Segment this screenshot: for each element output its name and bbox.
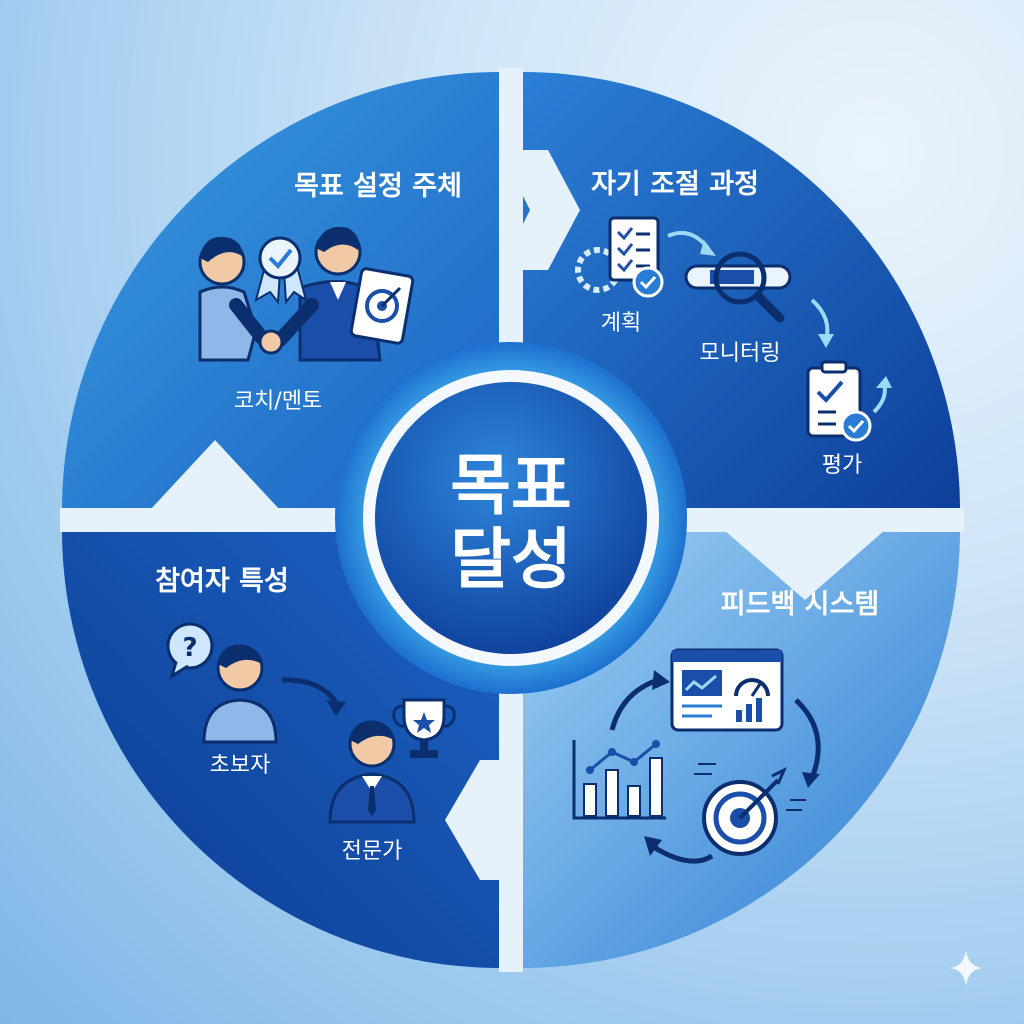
label-plan: 계획	[601, 311, 641, 336]
flow-arrow-down	[724, 510, 885, 600]
arrowhead-cycle-bottom	[644, 836, 662, 856]
label-coach-mentor: 코치/멘토	[234, 389, 322, 414]
label-evaluate: 평가	[822, 453, 862, 478]
award-ribbon-icon	[254, 236, 308, 305]
title-feedback-system: 피드백 시스템	[721, 589, 879, 620]
flow-arrow-left	[445, 760, 523, 880]
title-goal-setter: 목표 설정 주체	[294, 171, 462, 202]
center-line-2: 달성	[450, 521, 571, 598]
beginner-person-icon	[202, 644, 278, 744]
trophy-icon	[392, 698, 456, 758]
arrowhead-monitor-evaluate	[818, 334, 834, 348]
flow-arrow-up	[150, 440, 280, 530]
arrowhead-cycle-right	[802, 772, 820, 788]
cycle-arrow-bottom	[650, 843, 714, 864]
center-hub: 목표 달성	[335, 342, 687, 694]
bar-chart-icon	[572, 740, 666, 820]
sparkle-icon	[950, 950, 982, 986]
target-arrow-icon	[694, 763, 806, 856]
center-line-1: 목표	[450, 447, 571, 524]
label-beginner: 초보자	[210, 753, 271, 778]
title-participant-traits: 참여자 특성	[155, 566, 289, 597]
cycle-arrow-top-left	[609, 677, 659, 731]
svg-text:?: ?	[182, 633, 197, 663]
title-self-regulation: 자기 조절 과정	[591, 169, 759, 200]
clipboard-check-icon	[806, 360, 892, 442]
arrowhead-growth	[326, 700, 346, 716]
magnifier-progress-icon	[684, 251, 792, 323]
clipboard-target-icon	[349, 267, 415, 345]
growth-arrow	[281, 677, 338, 704]
label-monitoring: 모니터링	[700, 341, 781, 366]
cycle-arrow-right	[794, 698, 821, 779]
expert-person-icon	[328, 720, 416, 824]
arrowhead-cycle-top-left	[652, 670, 670, 690]
arrowhead-plan-monitor	[700, 240, 716, 256]
label-expert: 전문가	[342, 839, 403, 864]
dashboard-icon	[670, 648, 784, 732]
flow-arrow-right	[500, 150, 580, 270]
question-bubble-icon: ?	[166, 622, 214, 680]
checklist-gear-icon	[575, 216, 664, 298]
